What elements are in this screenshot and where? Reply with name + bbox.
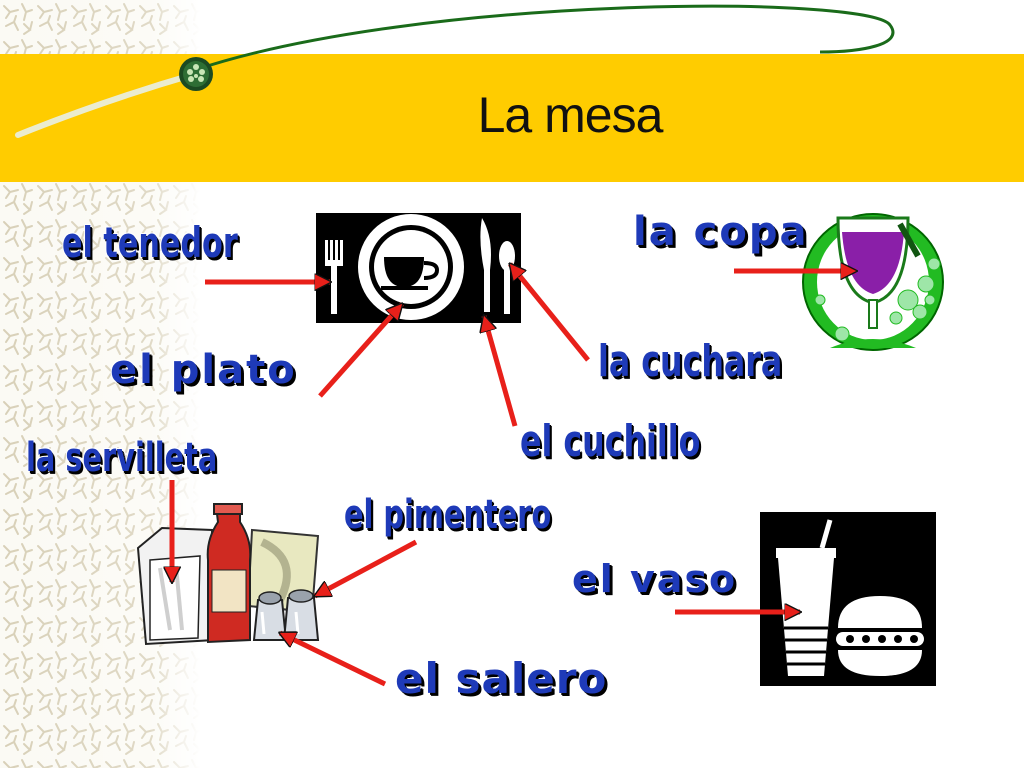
label-cuchillo: el cuchillo <box>520 416 701 467</box>
label-copa: la copa <box>633 209 809 255</box>
slide-title: La mesa <box>477 87 664 143</box>
label-plato: el plato <box>110 347 297 393</box>
drink-burger-icon <box>760 512 936 686</box>
label-pimentero: el pimentero <box>344 492 552 538</box>
swoosh-decoration <box>15 4 895 138</box>
condiments-icon <box>136 503 320 646</box>
label-cuchara: la cuchara <box>598 336 783 387</box>
wine-glass-icon <box>802 213 944 351</box>
label-tenedor: el tenedor <box>62 218 238 267</box>
label-servilleta: la servilleta <box>26 435 218 481</box>
arrow-icon <box>172 264 856 687</box>
place-setting-icon <box>316 213 521 323</box>
label-salero: el salero <box>395 654 608 703</box>
label-vaso: el vaso <box>572 557 738 601</box>
title-band <box>0 54 1024 182</box>
